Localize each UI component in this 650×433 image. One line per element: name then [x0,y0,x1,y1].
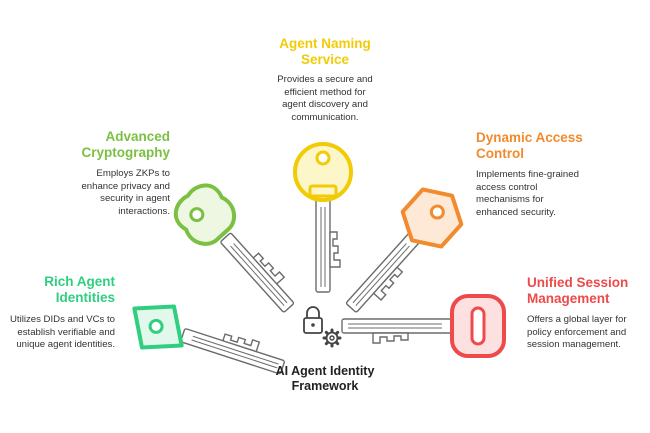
title-line: Cryptography [81,145,170,160]
title-line: Dynamic Access [476,130,583,145]
caption-line: Framework [291,379,359,393]
node-title-unified-session-management: Unified Session Management [527,275,647,307]
node-desc-agent-naming-service: Provides a secure and efficient method f… [245,74,405,124]
key-advanced-cryptography [173,183,295,313]
center-caption: AI Agent Identity Framework [250,364,400,394]
desc-line: Provides a secure and [277,74,373,85]
desc-line: policy enforcement and [527,326,627,338]
desc-line: access control [476,181,538,193]
key-rich-agent-identities [132,304,285,375]
desc-line: enhanced security. [476,206,556,218]
desc-line: Offers a global layer for [527,314,627,325]
title-line: Agent Naming [279,36,371,51]
node-desc-unified-session-management: Offers a global layer for policy enforce… [527,314,647,352]
desc-line: Employs ZKPs to [96,168,170,179]
node-title-advanced-cryptography: Advanced Cryptography [20,129,170,161]
desc-line: agent discovery and [282,99,368,110]
desc-line: enhance privacy and [81,180,170,192]
caption-line: AI Agent Identity [275,364,375,378]
key-agent-naming-service [293,142,353,293]
desc-line: session management. [527,339,621,350]
node-desc-advanced-cryptography: Employs ZKPs to enhance privacy and secu… [20,168,170,218]
node-desc-dynamic-access-control: Implements fine-grained access control m… [476,169,636,219]
title-line: Identities [55,290,115,305]
node-desc-rich-agent-identities: Utilizes DIDs and VCs to establish verif… [0,314,115,352]
key-dynamic-access-control [345,187,464,313]
title-line: Management [527,291,610,306]
node-title-rich-agent-identities: Rich Agent Identities [0,274,115,306]
desc-line: Implements fine-grained [476,169,579,180]
title-line: Service [300,52,350,67]
gear-icon [322,328,342,348]
desc-line: mechanisms for [476,194,544,205]
title-line: Rich Agent [44,274,115,289]
node-title-agent-naming-service: Agent Naming Service [245,36,405,68]
desc-line: establish verifiable and [17,326,115,338]
desc-line: unique agent identities. [16,339,115,350]
title-line: Advanced [105,129,170,144]
title-line: Unified Session [527,275,629,290]
desc-line: Utilizes DIDs and VCs to [9,314,115,325]
desc-line: efficient method for [284,86,366,98]
title-line: Control [476,146,524,161]
desc-line: interactions. [118,205,170,217]
desc-line: security in agent [100,193,170,204]
lock-icon [303,306,323,334]
node-title-dynamic-access-control: Dynamic Access Control [476,130,636,162]
desc-line: communication. [291,111,359,123]
key-unified-session-management [341,294,506,358]
